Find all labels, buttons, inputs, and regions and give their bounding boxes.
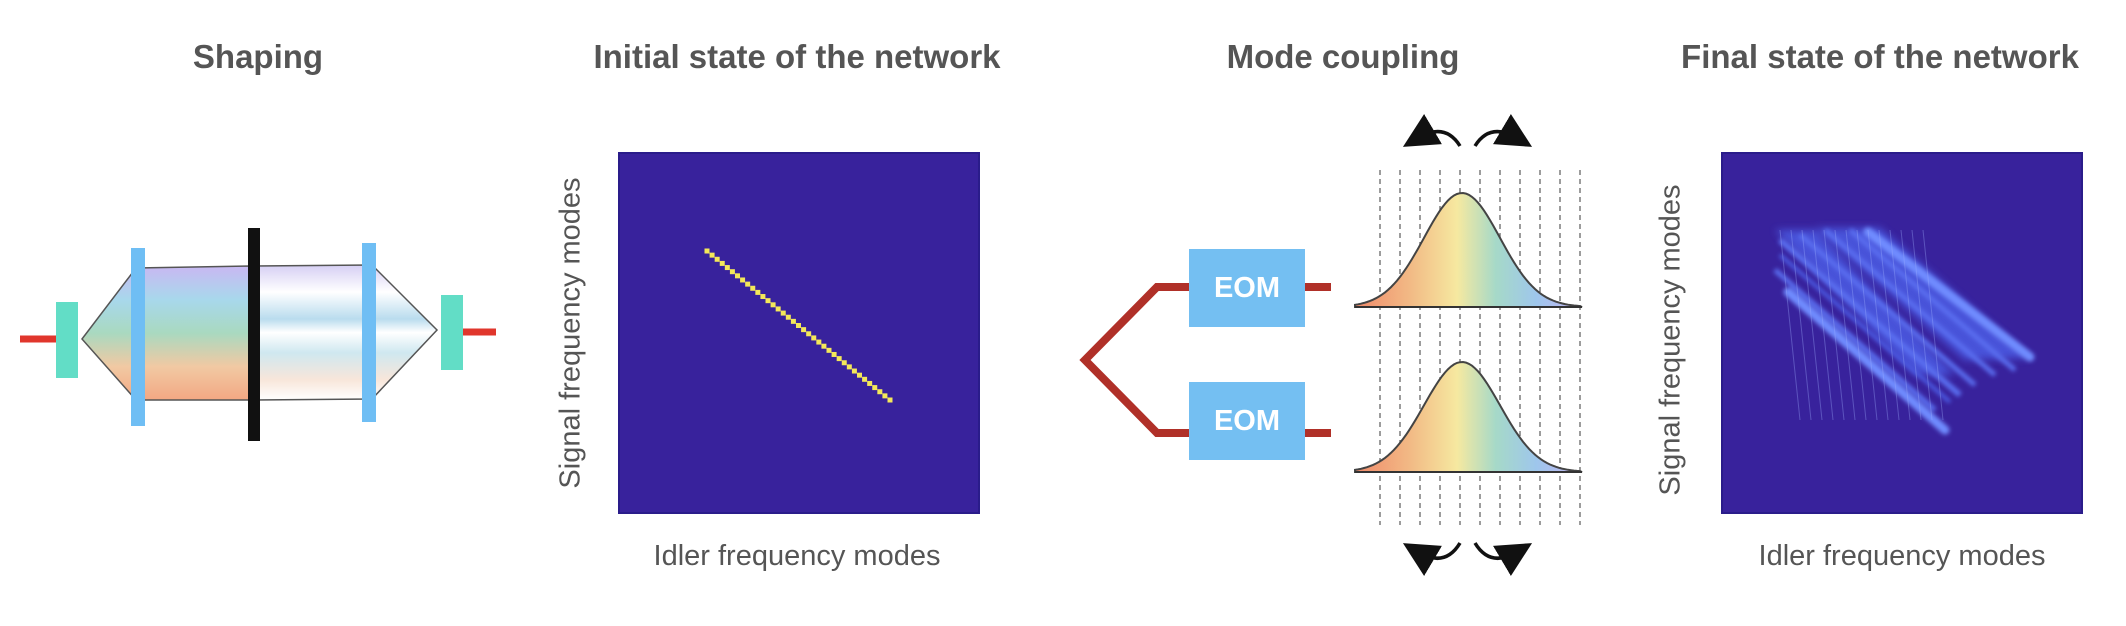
final-stripes [1773, 227, 2035, 435]
input-coupler [56, 302, 78, 378]
diagonal-cell [750, 285, 756, 291]
diagonal-cell [714, 256, 720, 262]
diagonal-cell [826, 347, 832, 353]
grid-line [1845, 229, 1867, 421]
eom-top: EOM [1189, 249, 1305, 327]
final-heatmap [1721, 152, 2083, 514]
diagonal-cell [724, 265, 730, 271]
grid-line [1779, 229, 1801, 421]
grid-line [1823, 229, 1845, 421]
grid-line [1878, 229, 1900, 421]
diagonal-cell [785, 314, 791, 320]
diagonal-cell [770, 302, 776, 308]
mode-coupling-title: Mode coupling [1226, 38, 1460, 75]
diagonal-cell [857, 372, 862, 378]
diagonal-cell [851, 368, 857, 374]
initial-diagonal [704, 248, 893, 403]
final-xlabel: Idler frequency modes [1758, 540, 2046, 572]
initial-ylabel: Signal frequency modes [554, 177, 587, 489]
diagonal-cell [740, 277, 746, 283]
diagonal-cell [790, 318, 796, 324]
bottom-spectrum [1354, 360, 1583, 473]
diagonal-cell [811, 335, 817, 341]
right-grating [362, 243, 376, 422]
diagonal-cell [841, 360, 847, 366]
mode-coupling-diagram [1079, 114, 1583, 576]
diagonal-cell [709, 252, 715, 258]
grid-line [1922, 229, 1944, 421]
diagonal-cell [755, 289, 761, 295]
shaping-diagram [20, 228, 496, 441]
diagonal-cell [735, 273, 740, 279]
waveguide-splitter [1079, 283, 1189, 437]
final-ylabel: Signal frequency modes [1654, 184, 1687, 496]
final-state-title: Final state of the network [1681, 38, 2079, 75]
initial-heatmap [618, 152, 980, 514]
grid-line [1856, 229, 1878, 421]
initial-heatmap-background [618, 152, 980, 514]
initial-xlabel: Idler frequency modes [653, 540, 941, 572]
arrow-bottom-right-icon [1473, 542, 1533, 576]
diagonal-cell [862, 376, 868, 382]
diagonal-cell [704, 248, 710, 254]
left-grating [131, 248, 145, 426]
eom-bottom: EOM [1189, 382, 1305, 460]
diagonal-cell [877, 389, 883, 395]
left-prism [81, 265, 251, 401]
grid-line [1911, 229, 1933, 421]
grid-line [1867, 229, 1889, 421]
grid-line [1834, 229, 1856, 421]
diagonal-cell [867, 380, 873, 386]
diagonal-cell [765, 298, 771, 304]
diagonal-cell [872, 385, 878, 391]
diagonal-cell [801, 327, 807, 333]
diagonal-cell [760, 294, 766, 300]
diagonal-cell [780, 310, 786, 316]
initial-state-title: Initial state of the network [593, 38, 1001, 75]
diagonal-cell [887, 397, 893, 403]
spatial-mask [248, 228, 260, 441]
diagonal-cell [846, 364, 852, 370]
output-coupler [441, 295, 463, 370]
diagonal-cell [729, 269, 735, 275]
arrow-top-right-icon [1473, 114, 1533, 147]
diagonal-cell [836, 356, 842, 362]
diagonal-cell [882, 393, 888, 399]
grid-line [1900, 229, 1922, 421]
diagonal-cell [775, 306, 781, 312]
grid-line [1801, 229, 1823, 421]
diagonal-cell [831, 351, 837, 357]
diagonal-cell [796, 323, 801, 328]
grid-line [1790, 229, 1812, 421]
arrow-top-left-icon [1402, 114, 1462, 147]
diagonal-cell [806, 331, 812, 337]
diagonal-cell [821, 343, 827, 349]
top-spectrum [1354, 191, 1583, 308]
diagonal-cell [816, 339, 822, 345]
grid-line [1889, 229, 1911, 421]
final-grid-texture [1779, 229, 1944, 421]
arrow-bottom-left-icon [1402, 542, 1462, 576]
diagonal-cell [745, 281, 751, 287]
right-prism [249, 264, 439, 401]
diagonal-cell [719, 260, 725, 266]
shaping-title: Shaping [192, 38, 324, 75]
grid-line [1812, 229, 1834, 421]
